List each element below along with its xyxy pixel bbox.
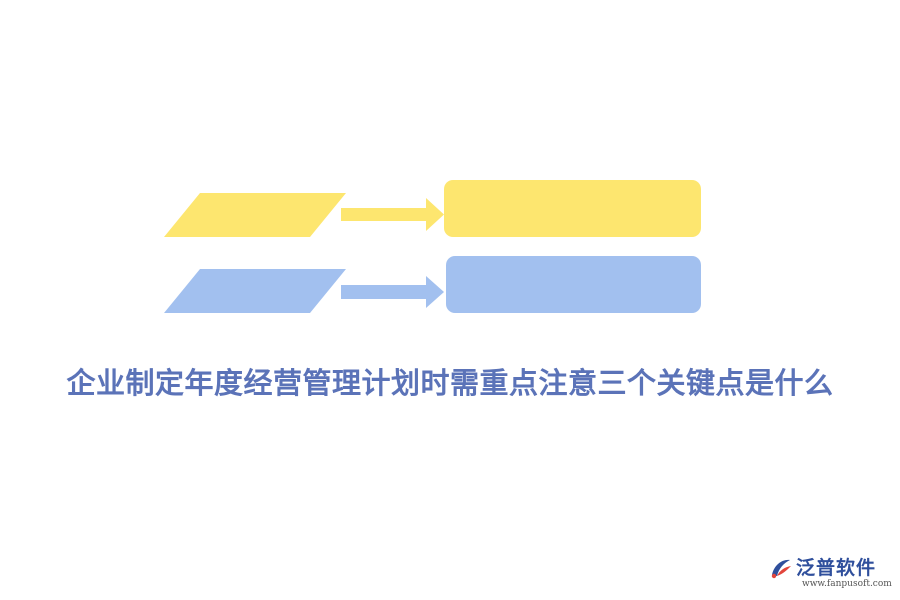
- page-title: 企业制定年度经营管理计划时需重点注意三个关键点是什么: [66, 366, 834, 400]
- blue-parallelogram: [164, 269, 346, 313]
- blue-arrow: [341, 276, 444, 308]
- logo-url: www.fanpusoft.com: [802, 579, 892, 589]
- blue-box: [446, 256, 701, 313]
- logo-name: 泛普软件: [796, 557, 877, 579]
- brand-logo: 泛普软件 www.fanpusoft.com: [768, 553, 896, 593]
- yellow-box: [444, 180, 701, 237]
- fanpu-logo-icon: [771, 559, 791, 579]
- yellow-parallelogram: [164, 193, 346, 237]
- yellow-arrow: [341, 198, 444, 231]
